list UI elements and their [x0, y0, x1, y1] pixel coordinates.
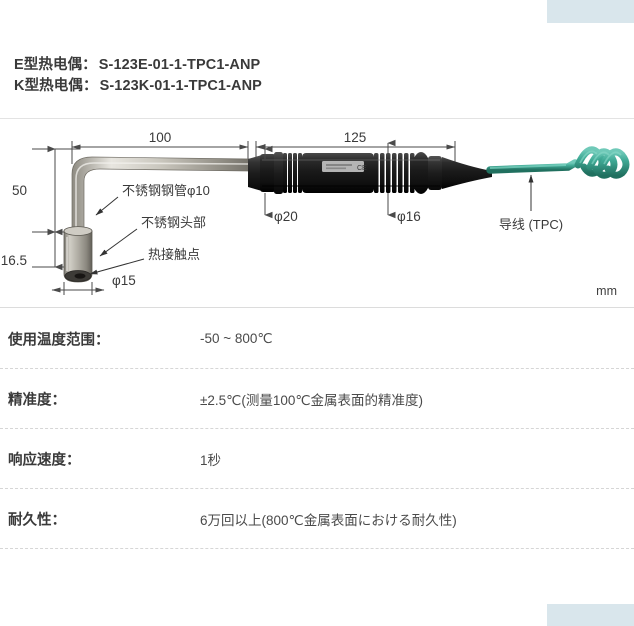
- corner-accent-bottom-right: [547, 604, 634, 626]
- model-list: E型热电偶：S-123E-01-1-TPC1-ANP K型热电偶：S-123K-…: [14, 55, 262, 97]
- dimension-label-dia-15: φ15: [112, 273, 136, 288]
- probe-head: [63, 226, 93, 283]
- diagram-svg: 100 125 50 16.5: [1, 130, 630, 295]
- spec-label-accuracy: 精准度：: [8, 392, 66, 408]
- specification-table: 使用温度范围： -50 ~ 800℃ 精准度： ±2.5℃(测量100℃金属表面…: [0, 309, 634, 549]
- callout-label-junction: 热接触点: [148, 247, 200, 262]
- table-row: 使用温度范围： -50 ~ 800℃: [0, 309, 634, 369]
- model-code-k: S-123K-01-1-TPC1-ANP: [99, 78, 262, 94]
- table-row: 耐久性： 6万回以上(800℃金属表面における耐久性): [0, 489, 634, 549]
- product-dimension-diagram: 100 125 50 16.5: [0, 118, 634, 308]
- spec-value-response-time: 1秒: [200, 452, 222, 468]
- model-line-k: K型热电偶：S-123K-01-1-TPC1-ANP: [14, 76, 262, 97]
- model-type-label-e: E型热电偶：: [14, 57, 97, 73]
- dimension-dia-15: [51, 282, 105, 295]
- dimension-label-100: 100: [149, 130, 172, 145]
- callout-label-head: 不锈钢头部: [141, 215, 206, 230]
- spec-label-durability: 耐久性：: [8, 512, 66, 528]
- callout-head: [99, 228, 138, 257]
- spec-value-accuracy: ±2.5℃(测量100℃金属表面的精准度): [200, 392, 424, 408]
- spec-value-durability: 6万回以上(800℃金属表面における耐久性): [200, 512, 457, 528]
- unit-label-mm: mm: [596, 284, 617, 298]
- model-code-e: S-123E-01-1-TPC1-ANP: [98, 57, 261, 73]
- dimension-label-50: 50: [12, 183, 27, 198]
- callout-tube: [95, 196, 119, 216]
- spec-value-temperature-range: -50 ~ 800℃: [200, 330, 273, 346]
- dimension-label-16-5: 16.5: [1, 253, 27, 268]
- callout-junction: [89, 258, 145, 275]
- corner-accent-top-right: [547, 0, 634, 23]
- spec-label-temperature-range: 使用温度范围：: [8, 332, 110, 348]
- cable-lead: [486, 146, 630, 179]
- handle-label: [322, 161, 364, 172]
- model-type-label-k: K型热电偶：: [14, 78, 98, 94]
- spec-label-response-time: 响应速度：: [8, 452, 81, 468]
- dimension-label-125: 125: [344, 130, 367, 145]
- table-row: 精准度： ±2.5℃(测量100℃金属表面的精准度): [0, 369, 634, 429]
- table-row: 响应速度： 1秒: [0, 429, 634, 489]
- dimension-label-dia-20: φ20: [274, 209, 298, 224]
- callout-label-tube: 不锈钢钢管φ10: [122, 183, 210, 198]
- probe-handle: CE: [248, 152, 492, 194]
- dimension-label-dia-16: φ16: [397, 209, 421, 224]
- svg-text:CE: CE: [357, 165, 367, 172]
- model-line-e: E型热电偶：S-123E-01-1-TPC1-ANP: [14, 55, 262, 76]
- callout-label-cable: 导线 (TPC): [499, 217, 563, 232]
